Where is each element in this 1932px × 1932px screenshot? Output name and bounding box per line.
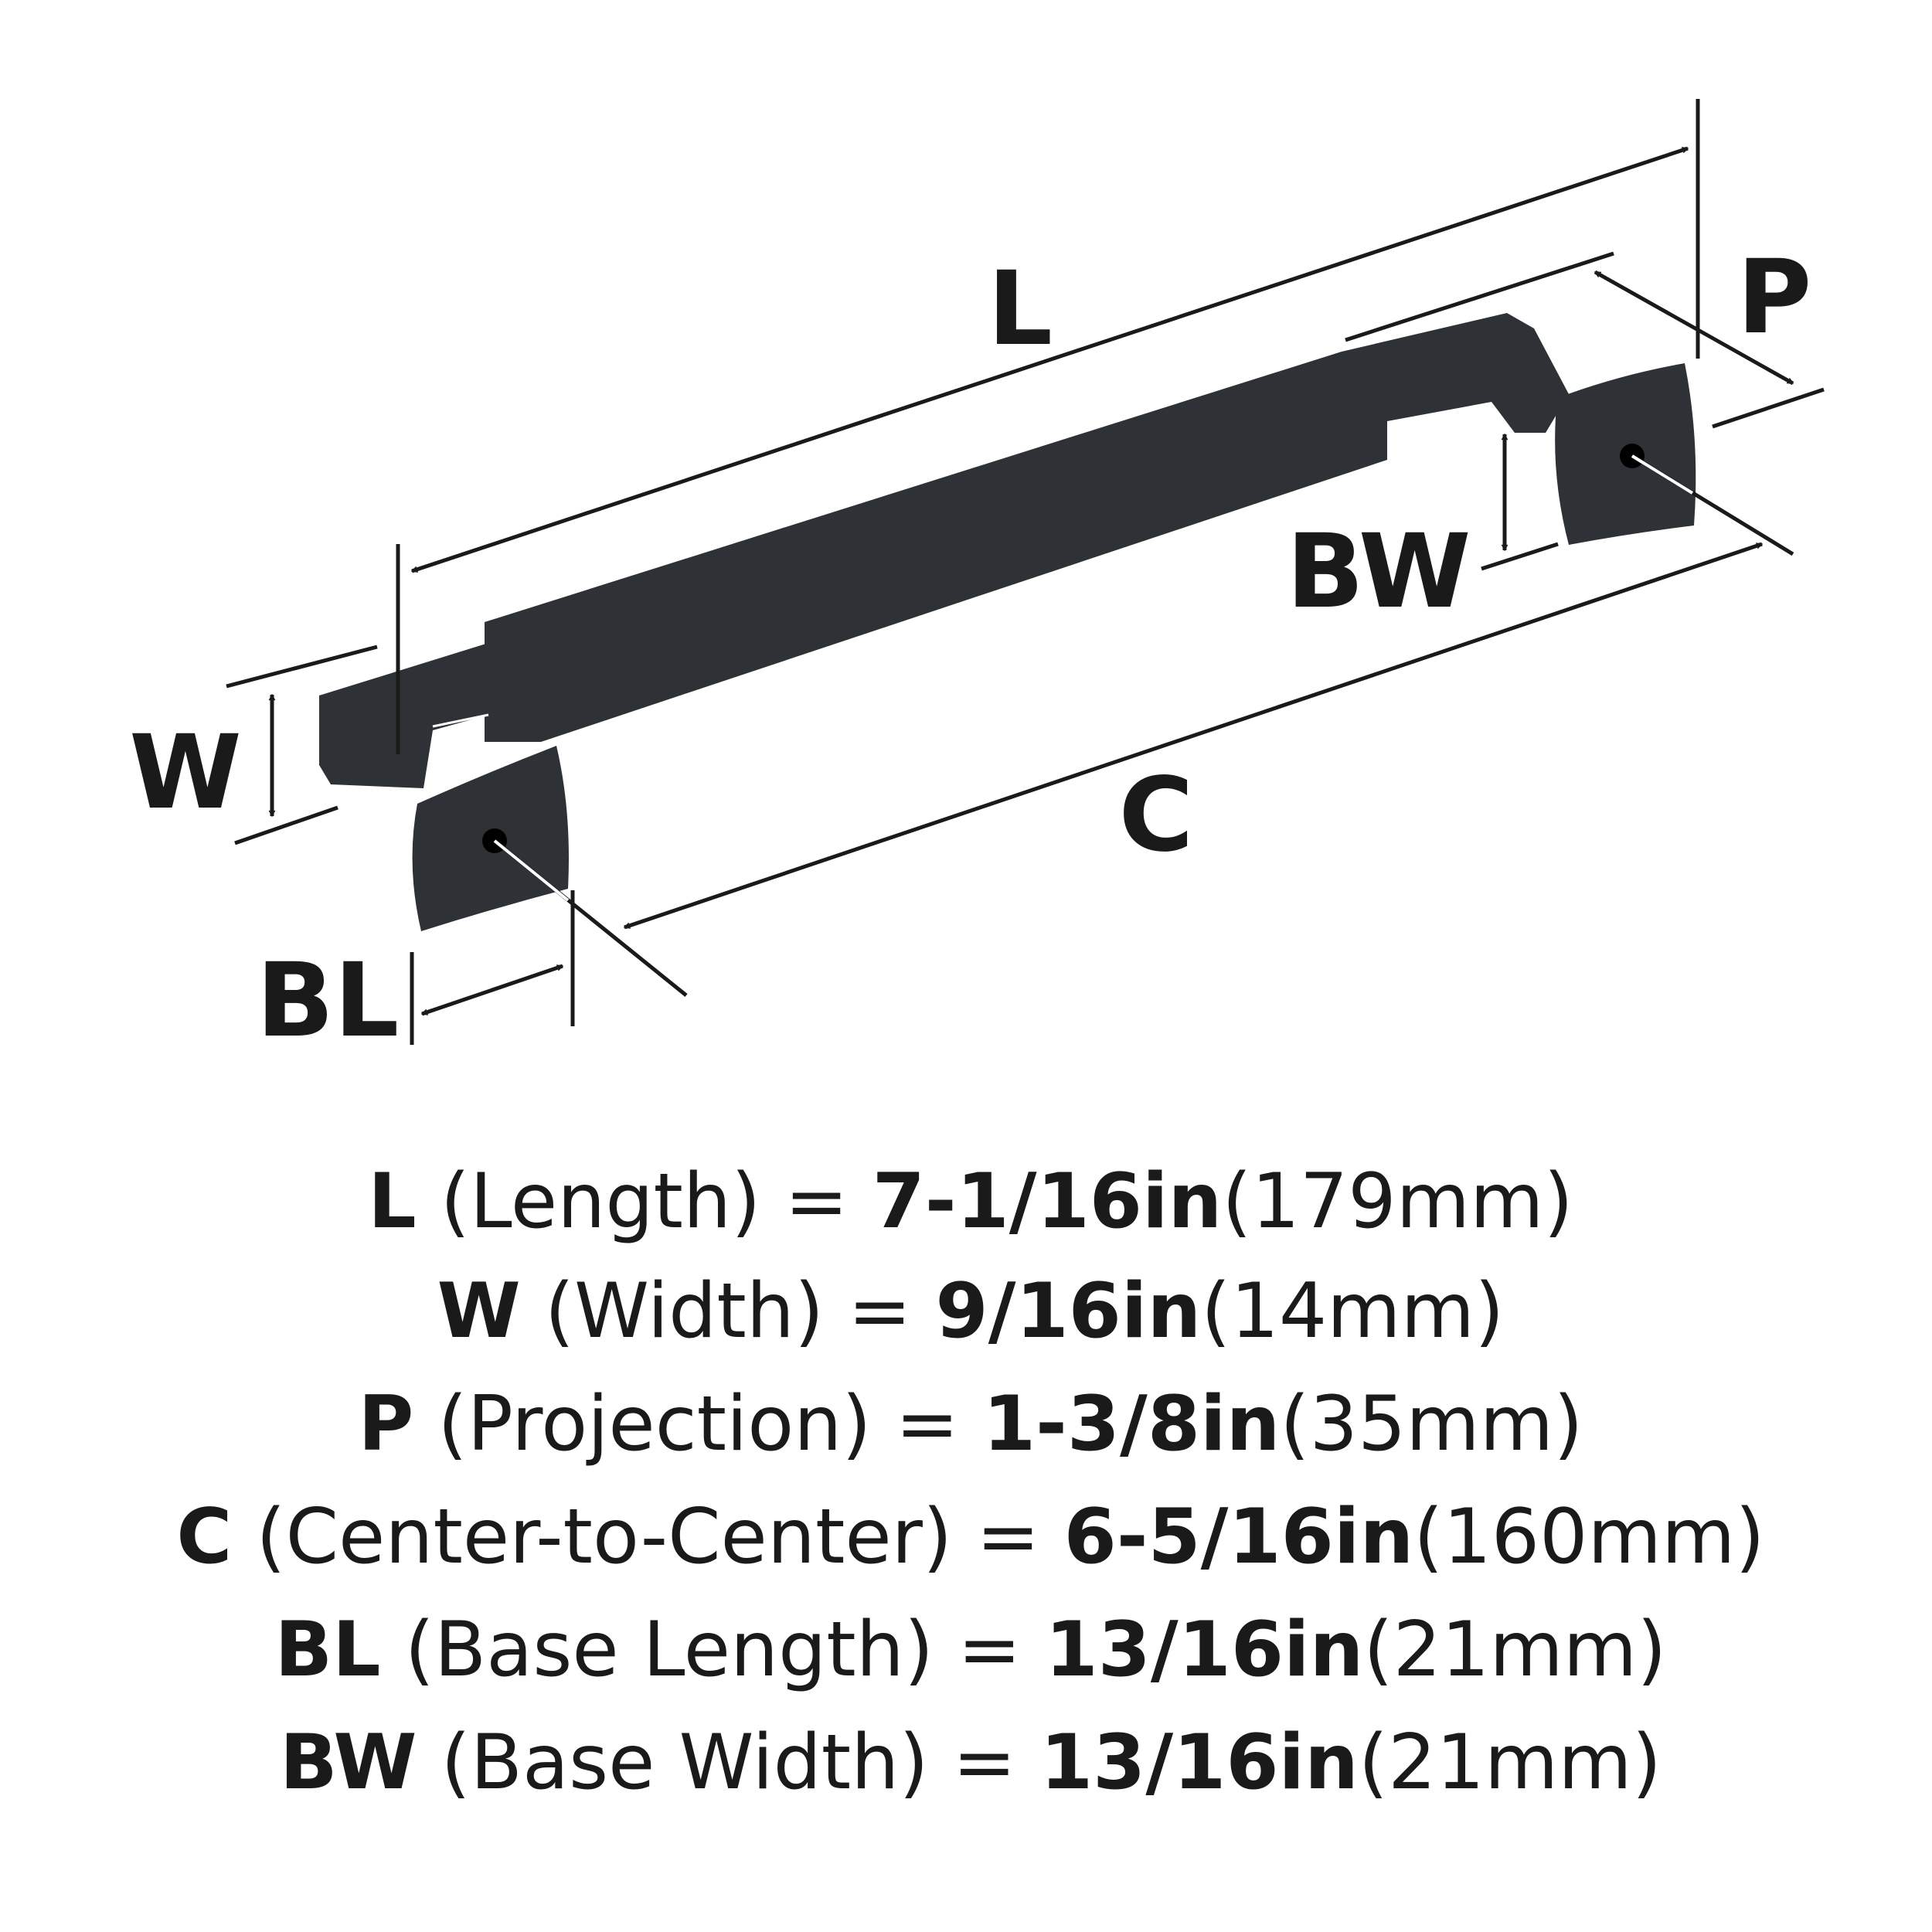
spec-projection: P (Projection) = 1-3/8in(35mm) <box>359 1380 1583 1468</box>
label-BL: BL <box>257 941 400 1060</box>
dimension-lines <box>226 99 1825 1045</box>
label-BW: BW <box>1287 512 1471 631</box>
label-L: L <box>988 250 1053 369</box>
label-W: W <box>129 713 242 832</box>
spec-base-width: BW (Base Width) = 13/16in(21mm) <box>280 1719 1662 1807</box>
handle-left-arm <box>319 643 488 788</box>
cabinet-pull-handle <box>319 313 1696 931</box>
handle-main-bar <box>485 352 1387 742</box>
spec-width: W (Width) = 9/16in(14mm) <box>437 1267 1505 1355</box>
spec-center-to-center: C (Center-to-Center) = 6-5/16in(160mm) <box>176 1493 1764 1581</box>
label-P: P <box>1737 238 1812 357</box>
spec-length: L (Length) = 7-1/16in(179mm) <box>368 1158 1573 1246</box>
specifications-list: L (Length) = 7-1/16in(179mm) W (Width) =… <box>176 1158 1764 1807</box>
spec-base-length: BL (Base Length) = 13/16in(21mm) <box>274 1606 1666 1694</box>
label-C: C <box>1119 756 1194 875</box>
